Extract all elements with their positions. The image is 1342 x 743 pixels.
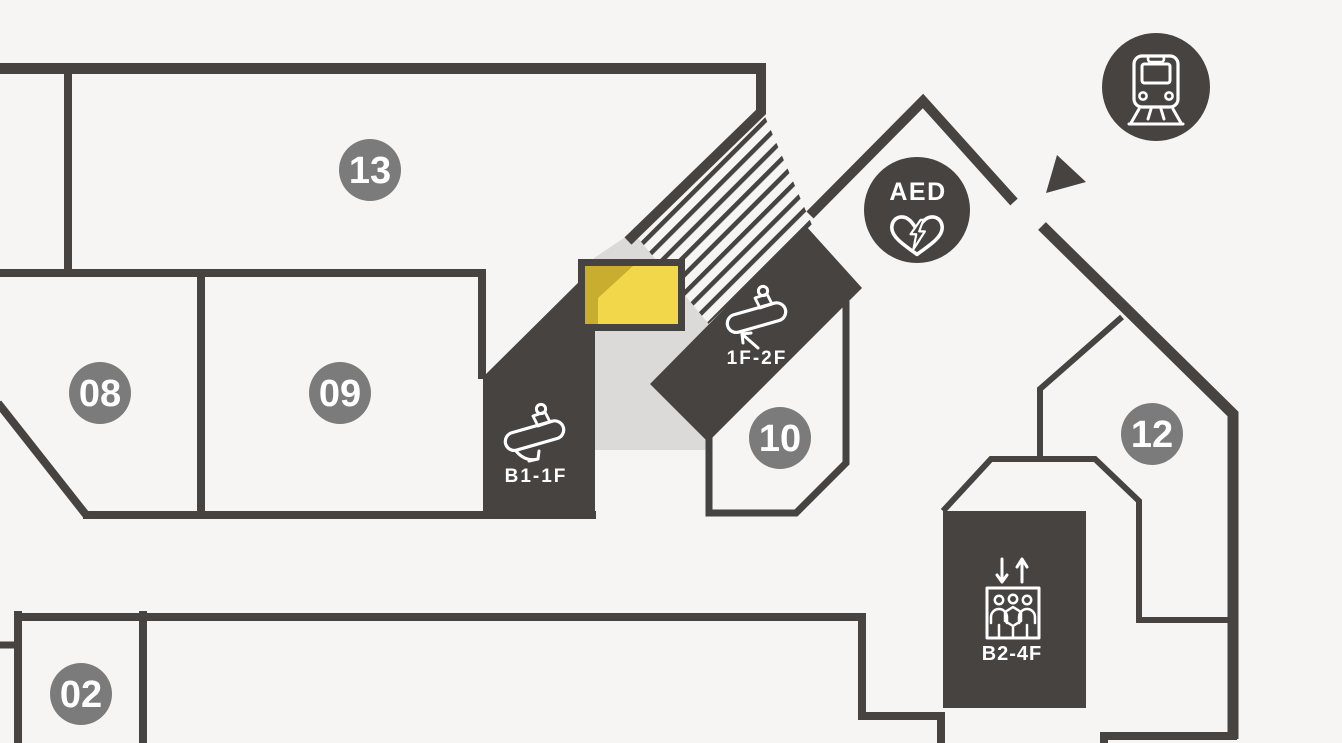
escalator-down-label: B1-1F <box>505 466 568 487</box>
wall-lower-corridor <box>16 613 945 743</box>
train-icon <box>1127 54 1185 126</box>
wall-right-diagonal <box>1038 222 1239 739</box>
train-station <box>1102 33 1210 141</box>
badge-circle <box>50 663 112 725</box>
wall-room08-diagonal <box>0 400 91 519</box>
room-number: 13 <box>349 150 391 192</box>
room-badge-12[interactable]: 12 <box>1121 403 1183 465</box>
escalator-up-label: 1F-2F <box>727 348 788 369</box>
room-badge-02[interactable]: 02 <box>50 663 112 725</box>
aed-station: AED <box>864 157 970 263</box>
highlight-marker[interactable] <box>578 259 685 331</box>
elevator-icon <box>985 557 1041 640</box>
up-arrow-icon <box>740 331 760 350</box>
wall-stair-shaft <box>624 70 766 245</box>
elevator-label: B2-4F <box>982 643 1043 665</box>
escalator-band-1f-2f <box>650 226 862 442</box>
room-number: 09 <box>319 373 361 415</box>
train-circle <box>1102 33 1210 141</box>
elevator: B2-4F <box>982 557 1043 665</box>
wall-chevron <box>806 93 1018 219</box>
room-number: 10 <box>759 418 801 460</box>
room-badge-09[interactable]: 09 <box>309 362 371 424</box>
wall-room12-upper <box>1037 314 1124 460</box>
room-badge-10[interactable]: 10 <box>749 407 811 469</box>
aed-heart-icon <box>890 215 944 257</box>
wall-area10 <box>705 301 850 517</box>
escalator-1f-2f: 1F-2F <box>725 284 788 369</box>
aed-label: AED <box>889 178 946 206</box>
up-arrow-icon <box>1015 557 1029 584</box>
walls <box>0 63 1239 743</box>
down-arrow-icon <box>514 449 541 463</box>
escalator-icon <box>725 284 788 350</box>
aed-circle <box>864 157 970 263</box>
entrance-arrow-icon <box>1046 155 1086 193</box>
badge-circle <box>69 362 131 424</box>
badge-circle <box>309 362 371 424</box>
room-number: 12 <box>1131 414 1173 456</box>
room-number: 02 <box>60 674 102 716</box>
room-badge-13[interactable]: 13 <box>339 139 401 201</box>
badge-circle <box>1121 403 1183 465</box>
badge-circle <box>339 139 401 201</box>
elevator-block <box>943 511 1086 708</box>
escalator-icon <box>503 402 566 463</box>
escalator-b1-1f: B1-1F <box>503 402 568 487</box>
room-badge-08[interactable]: 08 <box>69 362 131 424</box>
badge-circle <box>749 407 811 469</box>
down-arrow-icon <box>995 557 1009 584</box>
escalator-band-b1-1f <box>483 266 595 517</box>
wall-top <box>0 63 766 74</box>
room-number: 08 <box>79 373 121 415</box>
highlight-accent <box>585 266 633 324</box>
wall-room12-pocket <box>940 456 1232 623</box>
